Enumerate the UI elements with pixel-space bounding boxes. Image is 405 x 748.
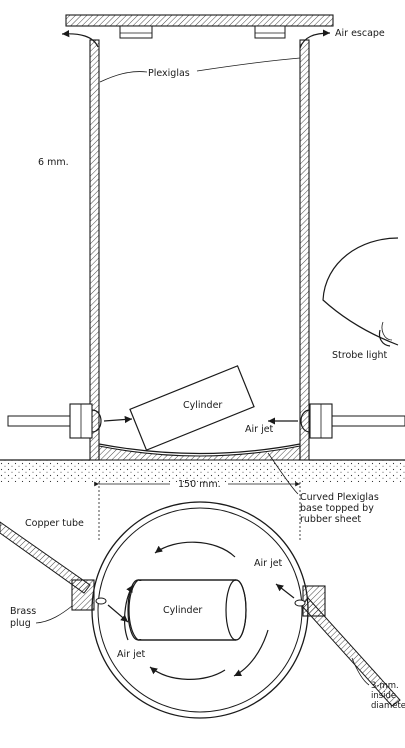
side-view: Air escape Plexiglas 6 mm. Strobe light … bbox=[0, 14, 405, 482]
ground bbox=[0, 460, 405, 482]
brass-plug-label-2: plug bbox=[10, 618, 31, 629]
air-jet-side-label: Air jet bbox=[245, 424, 274, 435]
tube-diameter-label-2: inside bbox=[371, 691, 396, 701]
top-lid bbox=[65, 14, 334, 27]
air-jet-top-right-label: Air jet bbox=[254, 558, 283, 569]
lid-plug-right bbox=[254, 25, 286, 39]
plexiglas-label: Plexiglas bbox=[148, 68, 190, 79]
top-view: Cylinder Air jet Air jet Copper tube Bra… bbox=[0, 501, 405, 719]
right-wall bbox=[299, 39, 310, 461]
strobe-light-label: Strobe light bbox=[332, 350, 387, 361]
air-jet-top-left-label: Air jet bbox=[117, 649, 146, 660]
brass-plug-label-1: Brass bbox=[10, 606, 36, 617]
plug-left-top bbox=[71, 579, 95, 611]
plexiglas-leader-right bbox=[196, 57, 301, 72]
jet-arrow-top-view-right bbox=[275, 583, 295, 599]
tube-diameter-label-1: 3-mm. bbox=[371, 681, 399, 691]
rotation-arrow-left bbox=[123, 584, 134, 641]
rotation-arrow-right bbox=[233, 629, 269, 677]
svg-text:rubber sheet: rubber sheet bbox=[300, 514, 361, 525]
svg-text:base topped by: base topped by bbox=[300, 503, 374, 514]
plug-right-top bbox=[302, 585, 326, 617]
svg-text:Curved Plexiglas: Curved Plexiglas bbox=[300, 492, 379, 503]
cylinder-top bbox=[127, 579, 247, 641]
copper-tube-label: Copper tube bbox=[25, 518, 84, 529]
tube-left-side bbox=[7, 415, 71, 427]
width-label: 150 mm. bbox=[178, 479, 221, 490]
lid-plug-left bbox=[119, 25, 153, 39]
plexiglas-leader-left bbox=[99, 71, 148, 83]
rotation-arrow-bottom bbox=[149, 666, 226, 680]
air-escape-label: Air escape bbox=[335, 28, 385, 39]
rotation-arrow-top bbox=[154, 541, 236, 558]
strobe-light bbox=[322, 237, 399, 347]
thickness-label: 6 mm. bbox=[38, 157, 69, 168]
cylinder-side bbox=[129, 365, 255, 451]
jet-arrow-left-side bbox=[103, 415, 133, 424]
tube-diameter-label-3: diameter bbox=[371, 701, 405, 711]
jet-arrow-top-view-left bbox=[107, 604, 129, 623]
tube-right-side bbox=[329, 415, 405, 427]
curved-base bbox=[98, 445, 301, 461]
cylinder-top-label: Cylinder bbox=[163, 605, 202, 616]
cylinder-side-label: Cylinder bbox=[183, 400, 222, 411]
container-inner-ring bbox=[97, 507, 303, 713]
left-wall bbox=[89, 39, 100, 461]
curved-base-callout: Curved Plexiglas base topped by rubber s… bbox=[267, 452, 379, 525]
dimension-150: 150 mm. bbox=[94, 479, 301, 540]
